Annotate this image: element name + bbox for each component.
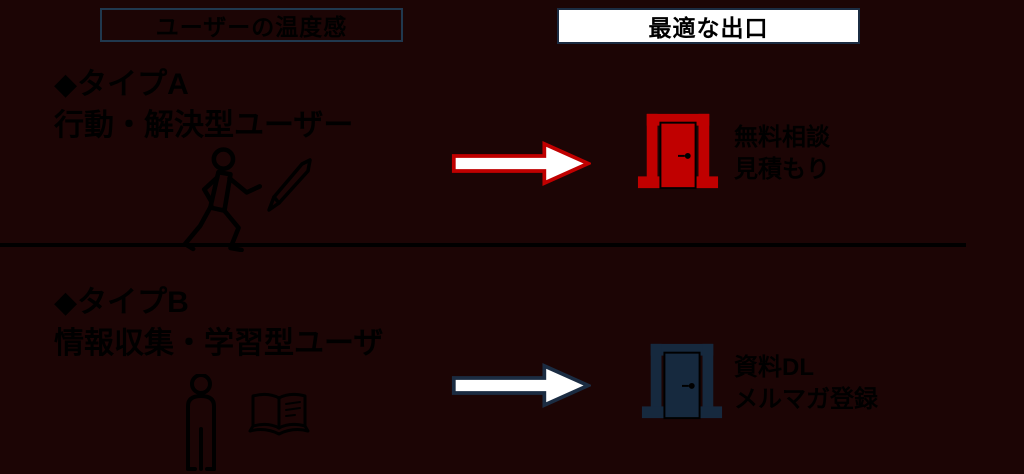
type-b-arrow-icon — [451, 363, 591, 408]
type-a-door-icon — [637, 113, 719, 190]
type-b-exit-line2: メルマガ登録 — [734, 386, 878, 413]
type-a-exit-line2: 見積もり — [734, 156, 830, 183]
section-divider — [0, 243, 966, 247]
type-b-subtitle: 情報収集・学習型ユーザ — [54, 327, 384, 360]
header-optimal-exit-box: 最適な出口 — [557, 8, 860, 44]
type-a-heading: ◆タイプA 行動・解決型ユーザー — [54, 64, 353, 146]
type-b-door-icon — [641, 343, 723, 420]
type-b-heading: ◆タイプB 情報収集・学習型ユーザ — [54, 282, 383, 364]
type-a-title: ◆タイプA — [54, 68, 189, 101]
pen-icon — [267, 158, 312, 212]
type-a-arrow-icon — [451, 141, 591, 186]
type-a-exit-line1: 無料相談 — [734, 124, 830, 151]
open-book-icon — [248, 392, 310, 436]
type-b-title: ◆タイプB — [54, 286, 189, 319]
header-optimal-exit-label: 最適な出口 — [648, 15, 769, 41]
header-user-temperature-label: ユーザーの温度感 — [155, 14, 348, 40]
type-b-exit-label: 資料DL メルマガ登録 — [734, 352, 878, 416]
type-a-exit-label: 無料相談 見積もり — [734, 122, 830, 186]
type-b-exit-line1: 資料DL — [734, 354, 814, 381]
header-user-temperature-box: ユーザーの温度感 — [100, 8, 403, 42]
type-a-subtitle: 行動・解決型ユーザー — [54, 109, 354, 142]
standing-person-icon — [186, 374, 216, 471]
